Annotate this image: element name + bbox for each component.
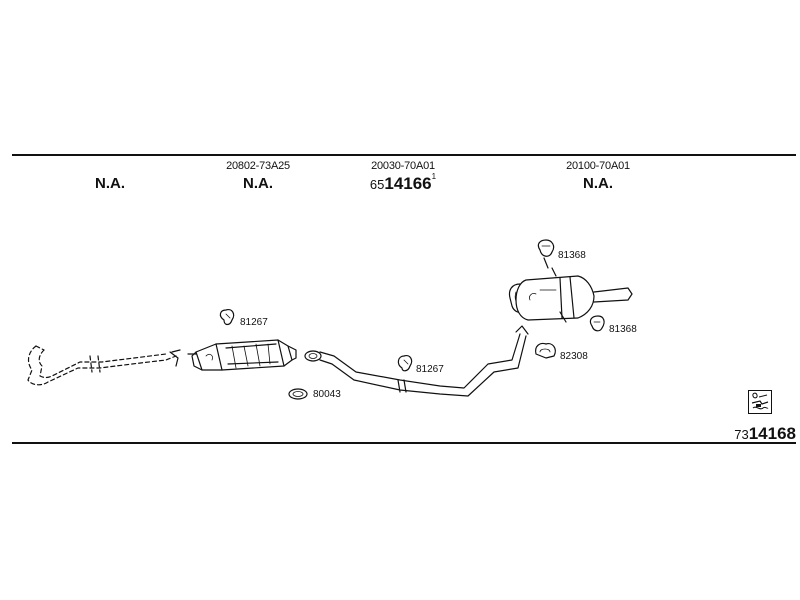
bottom-rule xyxy=(12,442,796,444)
col3-part-number: 20030-70A01 xyxy=(371,160,435,172)
col4-part-number: 20100-70A01 xyxy=(566,160,630,172)
clamp-81368-b-shape xyxy=(589,315,605,332)
center-pipe xyxy=(304,325,529,397)
col3-code-prefix: 65 xyxy=(369,177,385,192)
col2-status: N.A. xyxy=(243,175,273,192)
clamp-81267-a-label: 81267 xyxy=(240,317,268,328)
footer-code-prefix: 73 xyxy=(734,427,749,442)
front-pipe-flange xyxy=(169,351,179,367)
clamp-81267-b-label: 81267 xyxy=(416,364,444,375)
col4-status: N.A. xyxy=(583,175,613,192)
col3-code: 65141661 xyxy=(369,172,437,194)
gasket-80043-label: 80043 xyxy=(313,389,341,400)
assembly-logo-icon xyxy=(748,390,772,414)
front-pipe-dashed xyxy=(27,345,177,386)
gasket-82308-shape xyxy=(535,342,556,359)
top-rule xyxy=(12,154,796,156)
footer-code-main: 14168 xyxy=(748,424,796,443)
col1-status: N.A. xyxy=(95,175,125,192)
clamp-81368-b-label: 81368 xyxy=(609,324,637,335)
catalytic-converter xyxy=(187,339,297,371)
clamp-81368-a-shape xyxy=(537,239,555,269)
footer-code: 7314168 xyxy=(734,424,796,444)
rear-muffler xyxy=(508,267,633,323)
clamp-81368-a-label: 81368 xyxy=(558,250,586,261)
col3-code-sup: 1 xyxy=(431,172,437,181)
col2-part-number: 20802-73A25 xyxy=(226,160,290,172)
gasket-82308-label: 82308 xyxy=(560,351,588,362)
col3-code-main: 14166 xyxy=(384,174,432,193)
gasket-80043-shape xyxy=(288,388,308,400)
clamp-81267-a-shape xyxy=(219,309,235,326)
clamp-81267-b-shape xyxy=(397,355,413,372)
